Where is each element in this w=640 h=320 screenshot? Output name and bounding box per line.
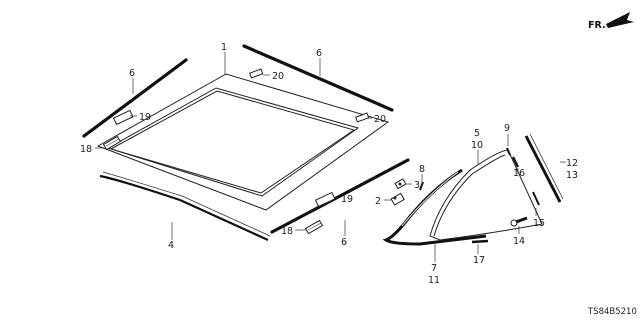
- callout-20-top: 20: [272, 71, 284, 82]
- part-15: [532, 191, 540, 206]
- windshield-glass: [96, 73, 390, 211]
- diagram-code: TS84B5210: [587, 307, 637, 317]
- quarter-molding: [382, 168, 487, 246]
- callout-19-right: 19: [341, 194, 353, 205]
- left-roof-molding: [82, 58, 188, 138]
- callout-4: 4: [168, 240, 174, 251]
- callout-17: 17: [473, 255, 485, 266]
- callout-7: 7: [431, 263, 437, 274]
- leader-lines: [95, 52, 566, 262]
- callout-1: 1: [221, 42, 227, 53]
- clip-19-left: [112, 109, 134, 126]
- front-direction-arrow: FR.: [588, 12, 634, 31]
- part-16: [511, 156, 520, 168]
- callout-11: 11: [428, 275, 440, 286]
- callout-13: 13: [566, 170, 578, 181]
- callout-12: 12: [566, 158, 578, 169]
- callout-16: 16: [513, 168, 525, 179]
- part-17: [471, 239, 489, 244]
- right-side-molding: [270, 158, 410, 234]
- callout-18-left: 18: [80, 144, 92, 155]
- clip-18-left: [102, 135, 122, 151]
- callout-3: 3: [414, 180, 420, 191]
- fastener-3: [394, 178, 407, 190]
- callout-6-right: 6: [341, 237, 347, 248]
- quarter-glass: [429, 149, 543, 241]
- top-roof-molding: [242, 44, 394, 112]
- callout-15: 15: [533, 218, 545, 229]
- spacer-8: [419, 181, 424, 191]
- fastener-2: [390, 192, 405, 206]
- lower-molding: [99, 174, 269, 242]
- arrow-icon: [606, 12, 634, 28]
- clip-19-right: [314, 191, 336, 208]
- callout-8: 8: [419, 164, 425, 175]
- callout-19-left: 19: [139, 112, 151, 123]
- callout-5: 5: [474, 128, 480, 139]
- callout-2: 2: [375, 196, 381, 207]
- callout-18-right: 18: [281, 226, 293, 237]
- front-direction-label: FR.: [588, 20, 606, 31]
- callout-6-top: 6: [316, 48, 322, 59]
- callout-9: 9: [504, 123, 510, 134]
- part-9: [506, 147, 511, 156]
- part-14: [510, 216, 528, 227]
- clip-20-right: [355, 112, 370, 123]
- callout-10: 10: [471, 140, 483, 151]
- callout-20-right: 20: [374, 114, 386, 125]
- callout-6-left: 6: [129, 68, 135, 79]
- callout-14: 14: [513, 236, 525, 247]
- clip-20-top: [249, 68, 264, 79]
- rear-molding: [524, 135, 562, 203]
- clip-18-right: [304, 219, 324, 235]
- callouts: 1 6 6 20 20 19 18 4 19 18 6 3 2 8 5 10 7…: [80, 42, 578, 286]
